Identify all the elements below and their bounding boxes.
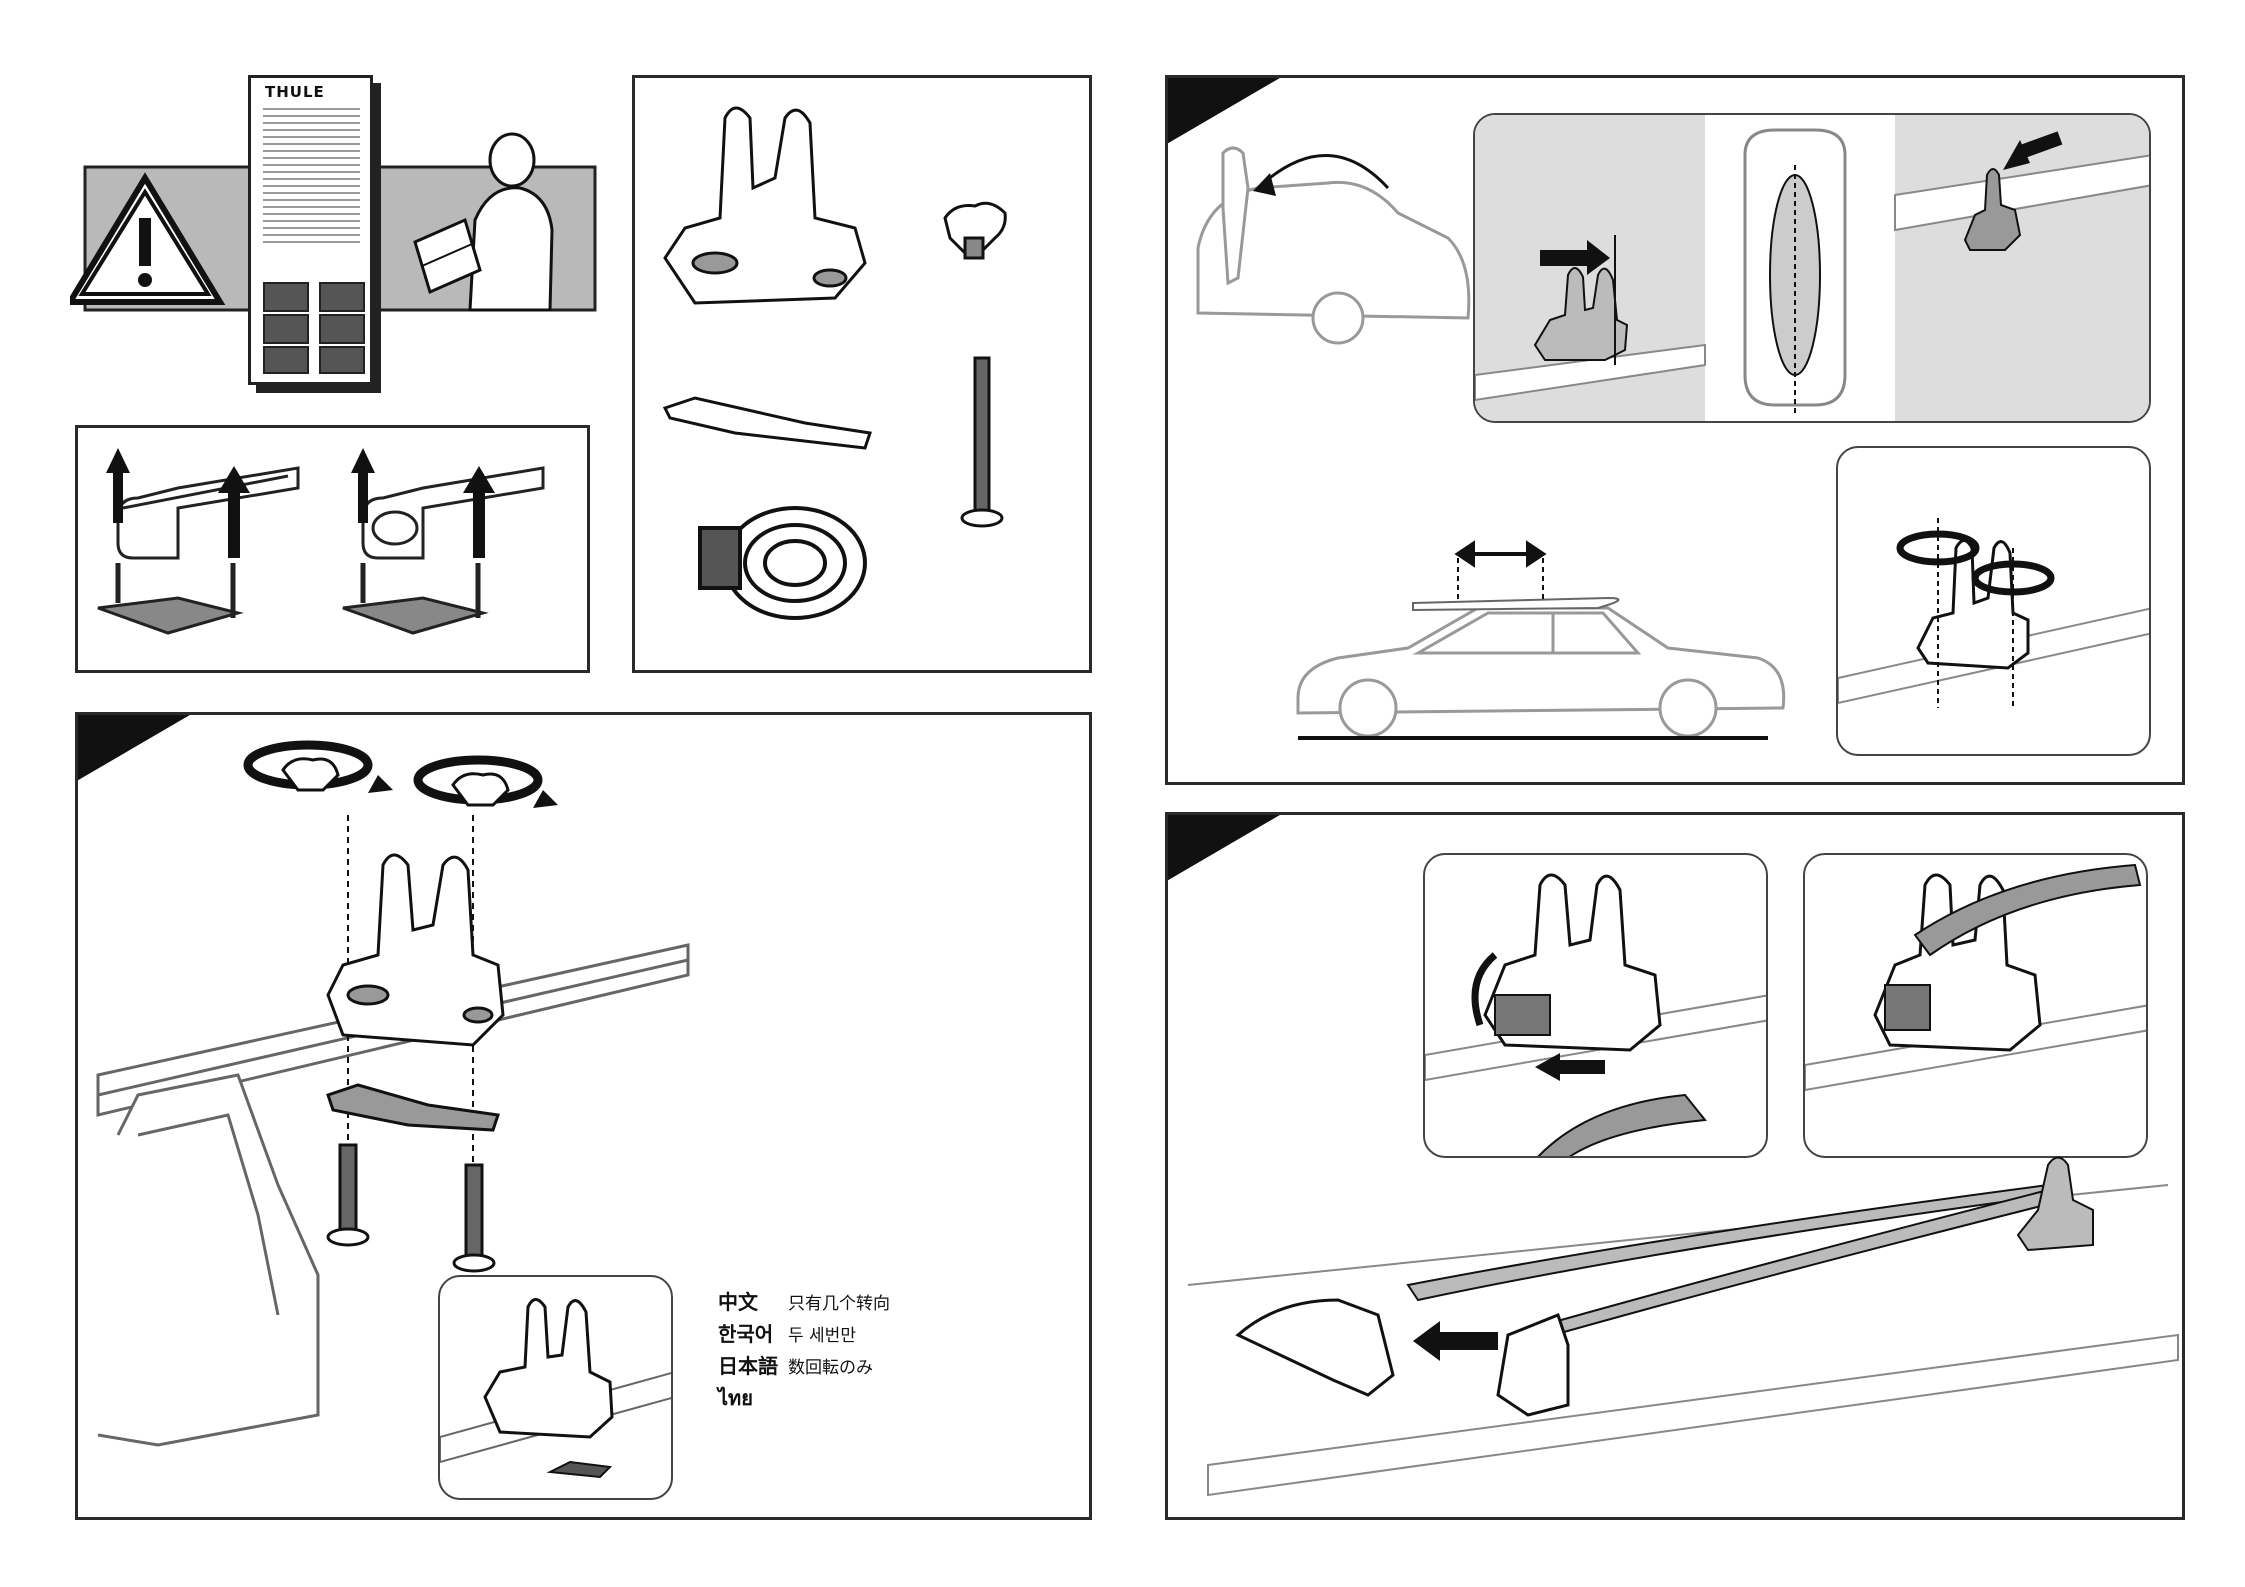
knob-part [945,203,1005,258]
positioning-panel [1165,75,2185,785]
instruction-booklet: THULE [248,75,373,385]
strap-panel [1165,812,2185,1520]
parts-panel [632,75,1092,673]
kayak-holder-part [665,108,865,303]
lang-row-zh: 中文只有几个转向 [718,1287,890,1319]
plate-part [665,398,870,448]
strap-roll-part [700,508,865,618]
car-with-person [1198,148,1469,343]
pull-arrow-icon [1413,1321,1498,1361]
top-view-inset [1473,113,2151,423]
double-arrow-icon [1458,544,1543,564]
bolts [328,1145,494,1271]
rotation-inset [1836,446,2151,756]
lang-row-th: ไทย [718,1383,890,1415]
bar-right [343,468,543,633]
parts-illustration [635,78,1092,673]
car-side [1298,608,1784,736]
knobs [283,759,508,805]
bolt-part [962,358,1002,526]
bar-left [98,468,298,633]
bar-adapter-illustration [78,428,590,673]
holder-assembly [328,855,503,1045]
booklet-text-lines [263,108,360,248]
booklet-thumbnails [263,282,363,372]
strap-main-illustration [1168,815,2185,1520]
lang-row-ja: 日本語数回転のみ [718,1351,890,1383]
detail-inset [438,1275,673,1500]
booklet-logo: THULE [265,83,325,101]
bar-adapter-panel [75,425,590,673]
